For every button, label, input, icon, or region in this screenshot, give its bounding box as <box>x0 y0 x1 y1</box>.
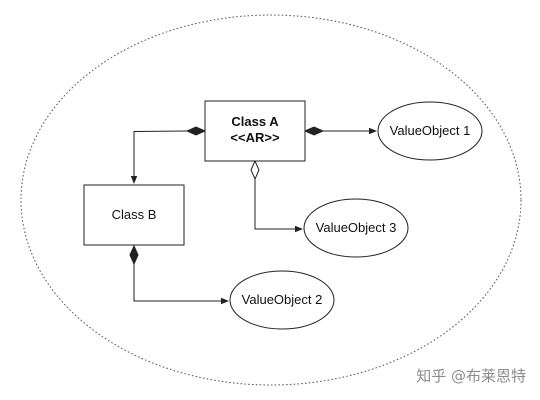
class-a-node[interactable]: Class A <<AR>> <box>204 100 306 162</box>
class-b-label: Class B <box>112 207 157 222</box>
class-a-name: Class A <box>231 114 279 129</box>
edge-class-a-to-value-object-3 <box>254 179 303 233</box>
value-object-3-node[interactable]: ValueObject 3 <box>303 198 409 258</box>
value-object-2-node[interactable]: ValueObject 2 <box>229 270 335 330</box>
edge-class-a-to-class-b <box>130 130 189 184</box>
watermark: 知乎 @布莱恩特 <box>416 367 526 385</box>
composition-diamond-class-a-right <box>303 126 325 136</box>
value-object-3-label: ValueObject 3 <box>316 220 397 235</box>
value-object-1-node[interactable]: ValueObject 1 <box>377 101 483 161</box>
class-b-node[interactable]: Class B <box>83 184 185 246</box>
aggregation-diamond-class-a-bottom <box>250 159 260 181</box>
aggregate-boundary <box>20 14 522 386</box>
value-object-2-label: ValueObject 2 <box>242 292 323 307</box>
composition-diamond-class-a-left <box>185 126 207 136</box>
class-a-stereotype: <<AR>> <box>230 130 280 145</box>
composition-diamond-class-b-bottom <box>129 244 139 266</box>
edge-class-b-to-value-object-2 <box>133 263 229 305</box>
value-object-1-label: ValueObject 1 <box>390 123 471 138</box>
